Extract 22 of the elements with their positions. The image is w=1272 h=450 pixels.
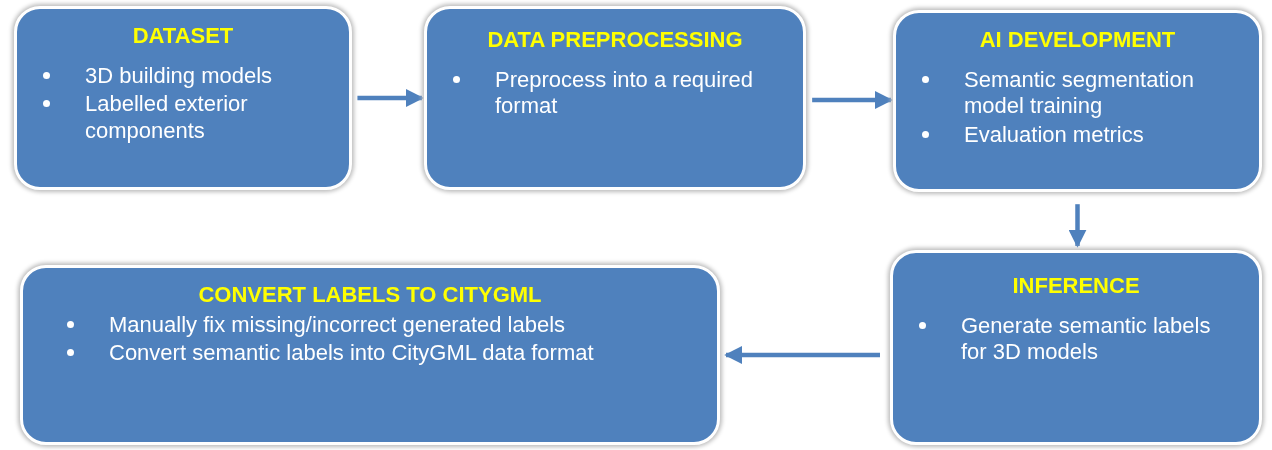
bullet-item: Labelled exterior components <box>35 91 331 145</box>
bullet-item: Convert semantic labels into CityGML data format <box>41 340 699 367</box>
arrow <box>357 89 424 107</box>
arrow <box>812 91 893 109</box>
box-title: CONVERT LABELS TO CITYGML <box>197 282 543 308</box>
process-box <box>890 250 1262 445</box>
box-title: DATASET <box>131 23 235 49</box>
bullet-item: Generate semantic labels for 3D models <box>911 313 1241 366</box>
box-title: AI DEVELOPMENT <box>978 27 1177 53</box>
bullet-item: Preprocess into a required format <box>445 67 785 120</box>
process-box <box>20 265 720 445</box>
process-box <box>893 10 1262 192</box>
arrow <box>724 346 880 364</box>
process-box <box>424 6 806 190</box>
box-title: DATA PREPROCESSING <box>486 27 744 53</box>
bullet-item: Evaluation metrics <box>914 121 1241 149</box>
arrow <box>1068 204 1087 248</box>
bullet-item: Manually fix missing/incorrect generated labels <box>41 312 699 339</box>
box-title: INFERENCE <box>1011 273 1141 299</box>
bullet-item: 3D building models <box>35 63 331 90</box>
process-box <box>14 6 352 190</box>
bullet-item: Semantic segmentation model training <box>914 67 1241 120</box>
